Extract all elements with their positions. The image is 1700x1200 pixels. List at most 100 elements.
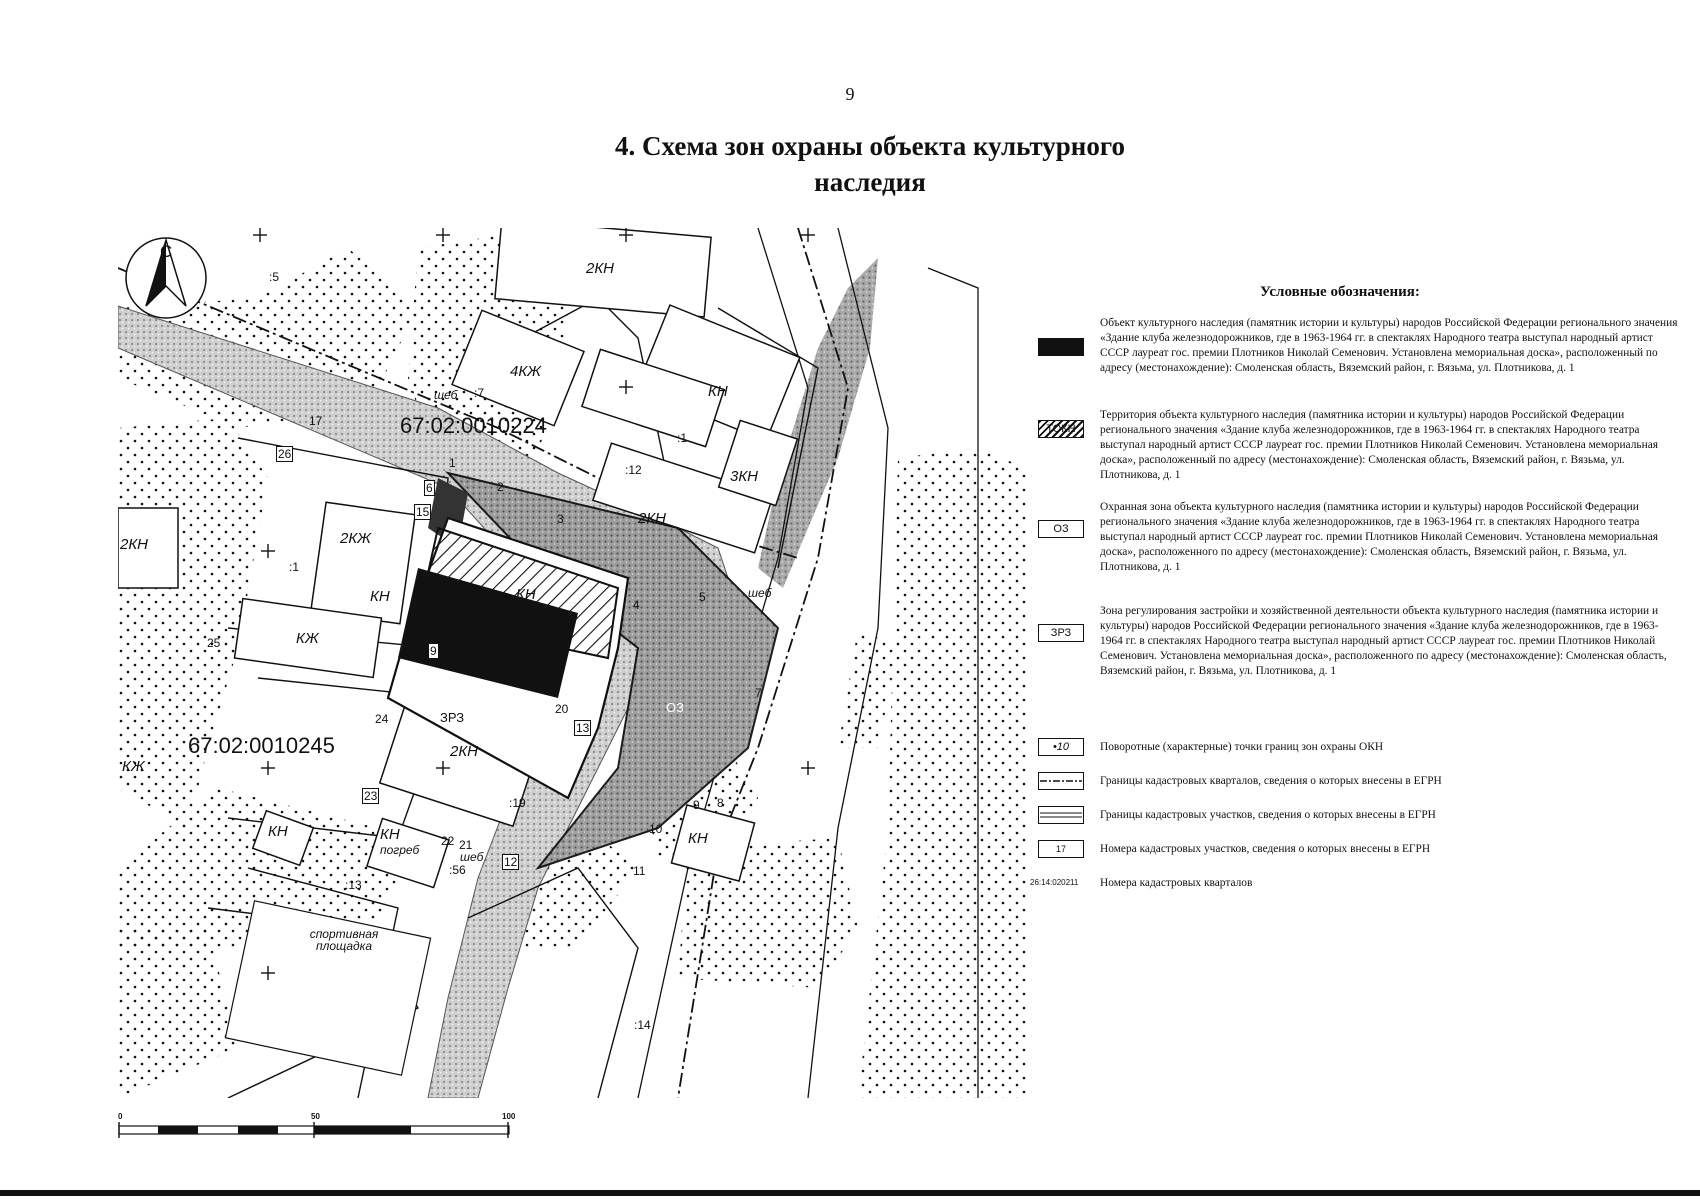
- road: [758, 258, 878, 588]
- green-area: [118, 788, 418, 948]
- parcel-number: :1: [677, 431, 688, 445]
- railway-line: [807, 228, 889, 1098]
- cadastral-quarter-label: 67:02:0010224: [400, 413, 547, 438]
- turning-point: 23: [362, 788, 380, 804]
- turning-point: 1: [449, 456, 456, 470]
- green-area: [838, 628, 898, 748]
- building-label: КЖ: [296, 630, 319, 647]
- turning-point: 3: [557, 512, 564, 526]
- building: [494, 228, 712, 318]
- turning-point: 11: [633, 864, 646, 878]
- turning-point: 4: [633, 598, 640, 612]
- turning-point: 17: [309, 414, 323, 428]
- grid-crosses: [253, 228, 815, 980]
- legend-text: Зона регулирования застройки и хозяйстве…: [1100, 605, 1667, 677]
- building: [717, 419, 799, 507]
- legend-text: Охранная зона объекта культурного наслед…: [1100, 501, 1658, 573]
- turning-point: 12: [502, 854, 520, 870]
- page-number: 9: [845, 84, 855, 104]
- building-label: КН: [688, 830, 708, 847]
- turning-point: 8: [717, 796, 724, 810]
- legend-title: Условные обозначения:: [1260, 284, 1420, 300]
- building: [366, 817, 450, 889]
- legend-text: Территория объекта культурного наследия …: [1100, 409, 1658, 481]
- legend-swatch-quarter-number: 26:14:020211: [1030, 878, 1079, 887]
- legend-swatch-zrz: ЗРЗ: [1038, 624, 1084, 642]
- building-label: КН: [708, 383, 728, 400]
- parcel-number: :19: [509, 796, 526, 810]
- north-arrow-icon: [125, 237, 207, 319]
- railway-line: [927, 267, 979, 1098]
- turning-point: 6: [424, 480, 435, 496]
- turning-point: 20: [555, 702, 569, 716]
- building-label: погреб: [380, 843, 420, 857]
- turning-point: 21: [459, 838, 473, 852]
- cadastral-quarter-label: 67:02:0010245: [188, 733, 335, 758]
- building-label: КН: [370, 588, 390, 605]
- building: [451, 309, 585, 427]
- zone-label: ЗРЗ: [440, 710, 465, 725]
- building: [670, 804, 756, 882]
- parcel-boundary: [467, 867, 639, 1098]
- turning-point: 7: [755, 686, 762, 700]
- building-label: КН: [380, 826, 400, 843]
- legend-text: Границы кадастровых участков, сведения о…: [1100, 809, 1436, 821]
- turning-point: 9: [428, 643, 439, 659]
- scale-tick-label: 100: [502, 1112, 516, 1121]
- page-title: 4. Схема зон охраны объекта культурного …: [615, 131, 1125, 197]
- building-label: шеб: [748, 586, 772, 600]
- legend-swatch-territory: ТОКН: [1038, 420, 1084, 438]
- legend-swatch-parcel-number: 17: [1038, 840, 1084, 858]
- building: [309, 501, 417, 625]
- turning-point: 26: [276, 446, 294, 462]
- building-label: шеб: [460, 850, 484, 864]
- turning-point: 25: [207, 636, 221, 650]
- building: [224, 900, 432, 1076]
- building-label: КН: [268, 823, 288, 840]
- legend-text: Номера кадастровых кварталов: [1100, 877, 1253, 889]
- legend-swatch-quarter-boundary: [1038, 772, 1084, 790]
- turning-point: 2: [497, 480, 504, 494]
- building-label: 2КН: [586, 260, 615, 277]
- zone-label: ОЗ: [666, 700, 684, 715]
- building-label: 4КЖ: [510, 363, 541, 380]
- zone-label: ОКН: [536, 610, 564, 625]
- page-bottom-edge: [0, 1190, 1700, 1196]
- building-label: 3КН: [730, 468, 759, 485]
- north-label: С: [160, 242, 173, 261]
- turning-point: 5: [699, 590, 706, 604]
- parcel-number: :5: [269, 270, 280, 284]
- map-drawing: [118, 228, 1026, 1098]
- zone-map: С 67:02:0010224 67:02:0010245 2КН 4КЖ КН…: [118, 228, 1026, 1098]
- parcel-number: :56: [449, 863, 466, 877]
- building: [580, 348, 726, 448]
- turning-point: 15: [414, 504, 432, 520]
- turning-point: 9: [693, 798, 700, 812]
- building-label: КН: [516, 586, 536, 603]
- building-label: 2КН: [450, 743, 479, 760]
- building-label: 2КН: [120, 536, 149, 553]
- turning-point: 24: [375, 712, 389, 726]
- turning-point: 13: [574, 720, 592, 736]
- building-label: КЖ: [122, 758, 145, 775]
- legend-text: Объект культурного наследия (памятник ис…: [1100, 317, 1678, 374]
- building: [118, 507, 179, 589]
- building: [251, 809, 315, 867]
- legend-text: Границы кадастровых кварталов, сведения …: [1100, 775, 1442, 787]
- building-label: шеб: [434, 388, 458, 402]
- parcel-number: :1: [289, 560, 300, 574]
- scale-bar: 0 50 100: [118, 1112, 515, 1142]
- turning-point: 22: [441, 834, 455, 848]
- scale-tick-label: 0: [118, 1112, 123, 1121]
- parcel-number: :14: [634, 1018, 651, 1032]
- building-label: 2КН: [638, 510, 667, 527]
- parcel-number: :13: [345, 878, 362, 892]
- green-area: [118, 928, 238, 1098]
- legend-text: Поворотные (характерные) точки границ зо…: [1100, 741, 1384, 753]
- green-area: [858, 448, 1026, 1098]
- scale-tick-label: 50: [311, 1112, 320, 1121]
- scale-bar-graphic: [118, 1122, 510, 1138]
- legend-swatch-oz: ОЗ: [1038, 520, 1084, 538]
- parcel-number: :7: [474, 386, 485, 400]
- turning-point: 10: [649, 822, 663, 836]
